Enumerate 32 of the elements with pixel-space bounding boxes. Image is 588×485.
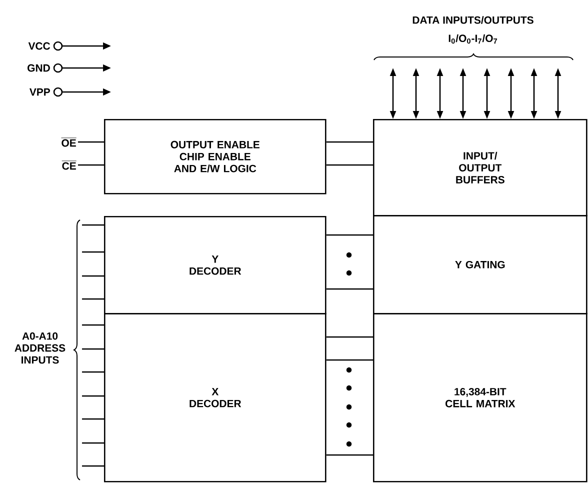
- block-box: X DECODER: [104, 313, 326, 482]
- address-line: [82, 251, 104, 253]
- address-line: [82, 371, 104, 373]
- address-line: [82, 442, 104, 444]
- address-line: [82, 348, 104, 350]
- block-box: INPUT/ OUTPUT BUFFERS: [373, 119, 588, 216]
- block-box: 16,384-BIT CELL MATRIX: [373, 313, 588, 482]
- address-line: [82, 298, 104, 300]
- pin-label: OE: [61, 138, 77, 147]
- signal-line: [78, 164, 104, 166]
- pin-label: VPP: [30, 88, 50, 96]
- block-box: Y GATING: [373, 215, 588, 314]
- address-line: [82, 224, 104, 226]
- address-line: [82, 418, 104, 420]
- signal-line: [78, 141, 104, 143]
- address-line: [82, 395, 104, 397]
- address-line: [82, 324, 104, 326]
- signal-line: [326, 336, 373, 338]
- address-line: [82, 275, 104, 277]
- pin-label: CE: [62, 160, 77, 170]
- pin-label: GND: [28, 64, 50, 72]
- signal-line: [326, 141, 373, 143]
- address-line: [82, 465, 104, 467]
- bus: [326, 359, 374, 456]
- signal-line: [326, 164, 373, 166]
- bus: [326, 234, 374, 290]
- address-label: A0-A10 ADDRESS INPUTS: [14, 332, 66, 364]
- block-box: OUTPUT ENABLE CHIP ENABLE AND E/W LOGIC: [104, 119, 326, 194]
- pin-label: VCC: [28, 42, 50, 50]
- signal-label: DATA INPUTS/OUTPUTS: [412, 16, 534, 24]
- block-box: Y DECODER: [104, 216, 326, 314]
- signal-label: I$_{0}$/O$_{0}$-I$_{7}$/O$_{7}$: [448, 34, 498, 44]
